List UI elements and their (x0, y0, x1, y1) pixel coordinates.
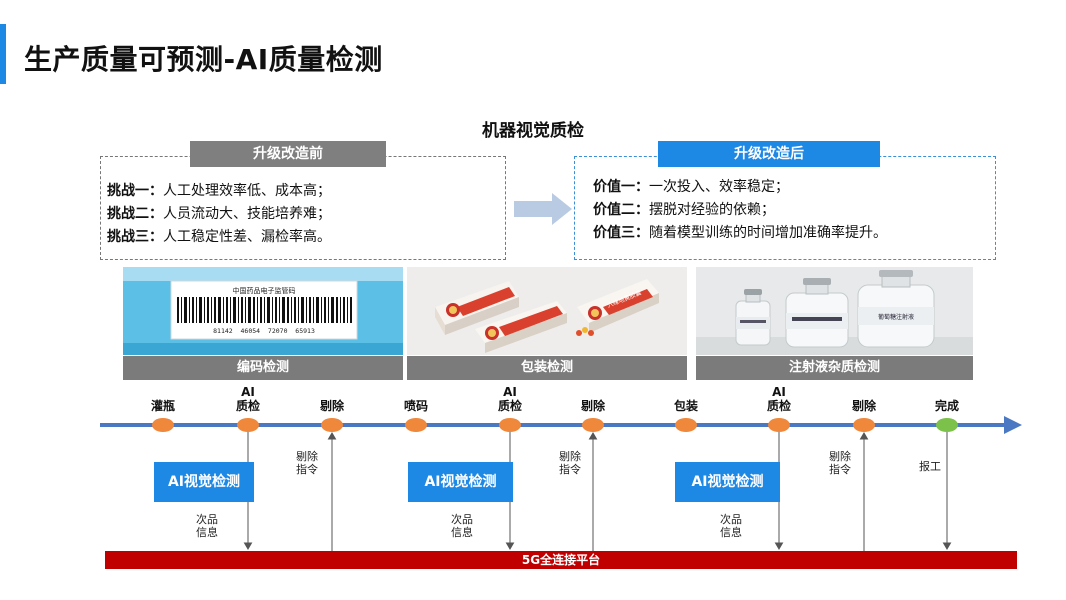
timeline-node (237, 418, 259, 432)
timeline-step-label: 剔除 (580, 399, 605, 413)
slide-title: 生产质量可预测-AI质量检测 (24, 43, 383, 76)
defect-info-label: 次品信息 (720, 513, 742, 539)
timeline-node (499, 418, 521, 432)
reject-command-label: 剔除指令 (296, 450, 318, 476)
after-panel-header: 升级改造后 (658, 141, 880, 167)
connector-arrowhead-icon (327, 432, 337, 440)
barcode-heading: 中国药品电子监管码 (233, 286, 296, 295)
timeline-nodes (152, 418, 958, 432)
photo-label-coding: 编码检测 (123, 356, 403, 380)
after-value-list: 价值一：一次投入、效率稳定； 价值二：摆脱对经验的依赖； 价值三：随着模型训练的… (593, 176, 887, 245)
defect-info-label: 次品信息 (196, 513, 218, 539)
timeline-step-label: 剔除 (319, 399, 344, 413)
ai-vision-box: AI视觉检测 (154, 462, 254, 502)
title-accent-bar (0, 24, 6, 84)
connector-arrowhead-icon (588, 432, 598, 440)
connector-arrowhead-icon (859, 432, 869, 440)
timeline-node (675, 418, 697, 432)
right-arrow-icon (514, 193, 572, 225)
barcode-bars (177, 297, 352, 323)
barcode-digits: 81142 46054 72070 65913 (213, 327, 315, 335)
connector-arrowhead-icon (505, 542, 515, 550)
medium-bottle (785, 278, 849, 348)
timeline-node (321, 418, 343, 432)
timeline-step-label: 剔除 (851, 399, 876, 413)
medicine-box-front-left (475, 301, 567, 353)
value-item: 价值二：摆脱对经验的依赖； (593, 202, 775, 218)
before-panel-header: 升级改造前 (190, 141, 386, 167)
timeline-arrowhead-icon (1004, 416, 1022, 434)
challenge-item: 挑战一：人工处理效率低、成本高； (107, 183, 331, 199)
photo-label-injection: 注射液杂质检测 (696, 356, 973, 380)
ai-vision-box: AI视觉检测 (408, 462, 513, 502)
barcode-photo: 中国药品电子监管码 (123, 267, 403, 355)
report-label: 报工 (919, 460, 941, 473)
medicine-box-back (435, 281, 519, 335)
ai-vision-box: AI视觉检测 (675, 462, 780, 502)
connector-arrowhead-icon (243, 542, 253, 550)
timeline-step-label: 完成 (934, 399, 959, 413)
timeline-node (936, 418, 958, 432)
timeline-step-label: 灌瓶 (150, 399, 175, 413)
bottle-text: 葡萄糖注射液 (878, 313, 914, 321)
timeline-node (152, 418, 174, 432)
timeline-node (582, 418, 604, 432)
5g-platform-bar: 5G全连接平台 (105, 551, 1017, 569)
packaging-photo: 六味地黄胶囊 (407, 267, 687, 355)
value-item: 价值一：一次投入、效率稳定； (593, 179, 789, 195)
photo-label-packaging: 包装检测 (407, 356, 687, 380)
defect-info-label: 次品信息 (451, 513, 473, 539)
timeline-connectors (243, 432, 952, 551)
timeline-step-label: 包装 (673, 399, 698, 413)
small-bottle (735, 289, 771, 346)
reject-command-label: 剔除指令 (559, 450, 581, 476)
injection-bottles-photo: 葡萄糖注射液 (696, 267, 973, 355)
value-item: 价值三：随着模型训练的时间增加准确率提升。 (593, 225, 887, 241)
challenge-item: 挑战二：人员流动大、技能培养难； (107, 206, 331, 222)
before-challenge-list: 挑战一：人工处理效率低、成本高； 挑战二：人员流动大、技能培养难； 挑战三：人工… (107, 180, 331, 249)
timeline-node (853, 418, 875, 432)
reject-command-label: 剔除指令 (829, 450, 851, 476)
connector-arrowhead-icon (942, 542, 952, 550)
timeline-step-label: 喷码 (403, 399, 428, 413)
challenge-item: 挑战三：人工稳定性差、漏检率高。 (107, 229, 331, 245)
connector-arrowhead-icon (774, 542, 784, 550)
timeline-node (405, 418, 427, 432)
timeline-node (768, 418, 790, 432)
large-bottle: 葡萄糖注射液 (857, 270, 935, 348)
section-title: 机器视觉质检 (482, 121, 584, 141)
medicine-box-front-right: 六味地黄胶囊 (577, 279, 659, 333)
